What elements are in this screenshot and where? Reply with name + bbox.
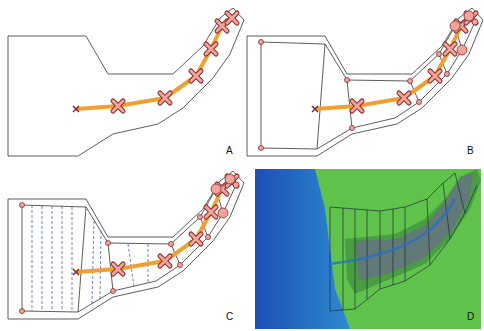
panel-d-map <box>255 169 481 329</box>
panel-letter: B <box>467 146 474 156</box>
panel-c-drawing <box>8 171 244 319</box>
panel-a-drawing <box>8 8 244 156</box>
panel-letter: C <box>226 312 233 322</box>
panel-letter: A <box>226 146 233 156</box>
panel-b-drawing <box>247 8 483 156</box>
panel-letter: D <box>467 312 474 322</box>
